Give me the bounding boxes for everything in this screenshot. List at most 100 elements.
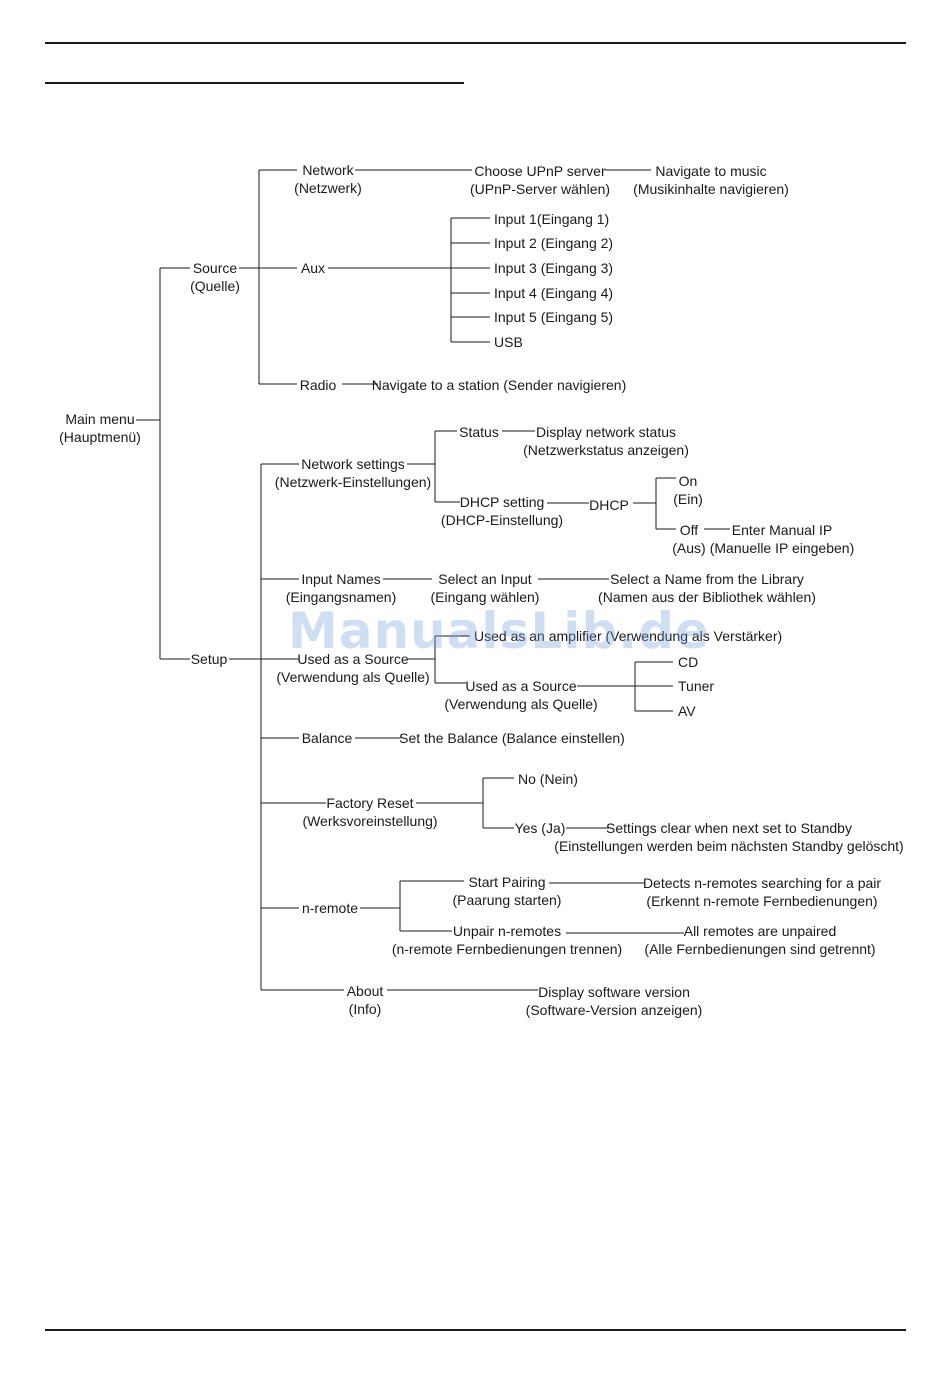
node-label: Enter Manual IP: [732, 522, 832, 538]
node-balance: Balance: [302, 730, 353, 746]
node-sublabel: (Netzwerkstatus anzeigen): [523, 442, 689, 458]
node-dispnet: Display network status (Netzwerkstatus an…: [523, 424, 689, 458]
node-label: Unpair n-remotes: [453, 923, 561, 939]
node-sublabel: (Quelle): [190, 278, 240, 294]
node-label: Yes (Ja): [515, 820, 566, 836]
node-label: Select an Input: [438, 571, 532, 587]
node-usedamp: Used as an amplifier (Verwendung als Ver…: [474, 628, 782, 644]
node-selinput: Select an Input (Eingang wählen): [431, 571, 540, 605]
node-in3: Input 3 (Eingang 3): [494, 260, 613, 276]
node-label: Radio: [300, 377, 337, 393]
node-clear: Settings clear when next set to Standby(…: [554, 820, 903, 854]
node-label: Used as an amplifier (Verwendung als Ver…: [474, 628, 782, 644]
node-label: Select a Name from the Library: [610, 571, 804, 587]
node-label: n-remote: [302, 900, 358, 916]
node-netset: Network settings(Netzwerk-Einstellungen): [275, 456, 431, 490]
node-label: Navigate to a station (Sender navigieren…: [372, 377, 626, 393]
node-sublabel: (Alle Fernbedienungen sind getrennt): [644, 941, 875, 957]
node-label: Used as a Source: [297, 651, 408, 667]
node-sublabel: (Musikinhalte navigieren): [633, 181, 789, 197]
node-label: Input 4 (Eingang 4): [494, 285, 613, 301]
node-sublabel: (Eingangsnamen): [286, 589, 397, 605]
node-label: DHCP setting: [460, 494, 545, 510]
node-dhcp: DHCP: [589, 497, 629, 513]
node-label: Input Names: [301, 571, 380, 587]
node-allunp: All remotes are unpaired (Alle Fernbedien…: [644, 923, 875, 957]
node-sublabel: (Verwendung als Quelle): [276, 669, 429, 685]
node-label: Settings clear when next set to Standby: [606, 820, 852, 836]
node-label: About: [347, 983, 384, 999]
node-sublabel: (Software-Version anzeigen): [526, 1002, 703, 1018]
node-yes: Yes (Ja): [515, 820, 566, 836]
node-sublabel: (Namen aus der Bibliothek wählen): [598, 589, 816, 605]
node-usedsrc: Used as a Source (Verwendung als Quelle): [276, 651, 429, 685]
node-manip: Enter Manual IP (Manuelle IP eingeben): [710, 522, 855, 556]
node-label: On: [679, 473, 698, 489]
node-source: Source (Quelle): [190, 260, 240, 294]
node-label: Tuner: [678, 678, 714, 694]
node-label: Display network status: [536, 424, 676, 440]
node-in4: Input 4 (Eingang 4): [494, 285, 613, 301]
node-label: Input 3 (Eingang 3): [494, 260, 613, 276]
node-about: About (Info): [347, 983, 384, 1017]
node-main: Main menu(Hauptmenü): [59, 411, 141, 445]
node-sublabel: (Paarung starten): [453, 892, 562, 908]
node-selname: Select a Name from the Library (Namen aus…: [598, 571, 816, 605]
node-label: Detects n-remotes searching for a pair: [643, 875, 881, 891]
node-sublabel: (Erkennt n-remote Fernbedienungen): [646, 893, 877, 909]
node-sublabel: (Netzwerk-Einstellungen): [275, 474, 431, 490]
node-label: Off: [680, 522, 699, 538]
node-detect: Detects n-remotes searching for a pair (E…: [643, 875, 881, 909]
node-in2: Input 2 (Eingang 2): [494, 235, 613, 251]
node-label: Network: [302, 162, 354, 178]
node-sublabel: (Info): [349, 1001, 382, 1017]
node-usb: USB: [494, 334, 523, 350]
footer-rule: [45, 1329, 906, 1331]
node-label: CD: [678, 654, 698, 670]
node-label: Input 1(Eingang 1): [494, 211, 609, 227]
node-label: Set the Balance (Balance einstellen): [399, 730, 625, 746]
node-label: All remotes are unpaired: [684, 923, 837, 939]
node-tuner: Tuner: [678, 678, 714, 694]
node-label: Factory Reset: [326, 795, 413, 811]
node-setbal: Set the Balance (Balance einstellen): [399, 730, 625, 746]
node-sublabel: (Ein): [673, 491, 703, 507]
node-unpair: Unpair n-remotes(n-remote Fernbedienunge…: [392, 923, 622, 957]
section-underline: [45, 82, 464, 84]
node-network: Network (Netzwerk): [294, 162, 362, 196]
node-pair: Start Pairing (Paarung starten): [453, 874, 562, 908]
node-av: AV: [678, 703, 696, 719]
node-cd: CD: [678, 654, 698, 670]
node-sublabel: (Aus): [672, 540, 705, 556]
node-label: USB: [494, 334, 523, 350]
node-nremote: n-remote: [302, 900, 358, 916]
node-in5: Input 5 (Eingang 5): [494, 309, 613, 325]
node-sublabel: (Verwendung als Quelle): [444, 696, 597, 712]
node-status: Status: [459, 424, 499, 440]
node-upnp: Choose UPnP server(UPnP-Server wählen): [470, 163, 610, 197]
node-sublabel: (Netzwerk): [294, 180, 362, 196]
node-in1: Input 1(Eingang 1): [494, 211, 609, 227]
node-no: No (Nein): [518, 771, 578, 787]
node-off: Off (Aus): [672, 522, 705, 556]
node-label: Main menu: [65, 411, 134, 427]
node-label: Start Pairing: [468, 874, 545, 890]
node-sublabel: (DHCP-Einstellung): [441, 512, 563, 528]
node-station: Navigate to a station (Sender navigieren…: [372, 377, 626, 393]
node-sublabel: (Manuelle IP eingeben): [710, 540, 855, 556]
node-label: Display software version: [538, 984, 690, 1000]
node-label: Aux: [301, 260, 325, 276]
node-on: On (Ein): [673, 473, 703, 507]
node-music: Navigate to music(Musikinhalte navigiere…: [633, 163, 789, 197]
node-label: Balance: [302, 730, 353, 746]
node-label: Status: [459, 424, 499, 440]
node-label: DHCP: [589, 497, 629, 513]
node-swver: Display software version (Software-Versio…: [526, 984, 703, 1018]
node-label: Choose UPnP server: [474, 163, 606, 179]
node-sublabel: (Werksvoreinstellung): [302, 813, 437, 829]
node-aux: Aux: [301, 260, 325, 276]
node-label: Input 2 (Eingang 2): [494, 235, 613, 251]
node-label: Input 5 (Eingang 5): [494, 309, 613, 325]
node-sublabel: (Eingang wählen): [431, 589, 540, 605]
node-label: Source: [193, 260, 238, 276]
